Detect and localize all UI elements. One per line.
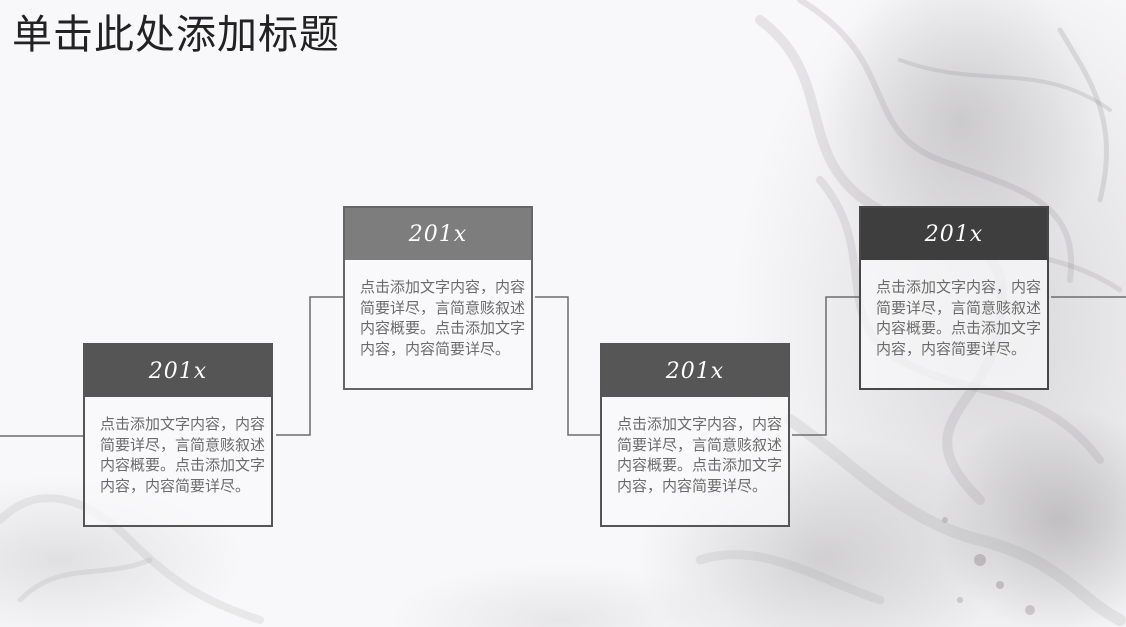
- card-header: 201x: [861, 208, 1047, 260]
- card-header: 201x: [345, 208, 531, 260]
- timeline-line-segment-3: [535, 296, 601, 436]
- timeline-line-segment-4: [792, 296, 860, 436]
- card-text[interactable]: 点击添加文字内容，内容简要详尽，言简意赅叙述内容概要。点击添加文字内容，内容简要…: [876, 278, 1042, 358]
- page-title[interactable]: 单击此处添加标题: [12, 12, 340, 58]
- card-year: 201x: [665, 358, 725, 384]
- card-year: 201x: [924, 221, 984, 247]
- card-text[interactable]: 点击添加文字内容，内容简要详尽，言简意赅叙述内容概要。点击添加文字内容，内容简要…: [617, 415, 783, 495]
- timeline-card-1[interactable]: 201x 点击添加文字内容，内容简要详尽，言简意赅叙述内容概要。点击添加文字内容…: [83, 343, 273, 527]
- card-header: 201x: [85, 345, 271, 397]
- card-header: 201x: [602, 345, 788, 397]
- timeline-line-segment-2: [276, 296, 344, 436]
- timeline-card-2[interactable]: 201x 点击添加文字内容，内容简要详尽，言简意赅叙述内容概要。点击添加文字内容…: [343, 206, 533, 390]
- card-year: 201x: [148, 358, 208, 384]
- timeline-card-3[interactable]: 201x 点击添加文字内容，内容简要详尽，言简意赅叙述内容概要。点击添加文字内容…: [600, 343, 790, 527]
- timeline-card-4[interactable]: 201x 点击添加文字内容，内容简要详尽，言简意赅叙述内容概要。点击添加文字内容…: [859, 206, 1049, 390]
- card-text[interactable]: 点击添加文字内容，内容简要详尽，言简意赅叙述内容概要。点击添加文字内容，内容简要…: [100, 415, 266, 495]
- card-year: 201x: [408, 221, 468, 247]
- card-text[interactable]: 点击添加文字内容，内容简要详尽，言简意赅叙述内容概要。点击添加文字内容，内容简要…: [360, 278, 526, 358]
